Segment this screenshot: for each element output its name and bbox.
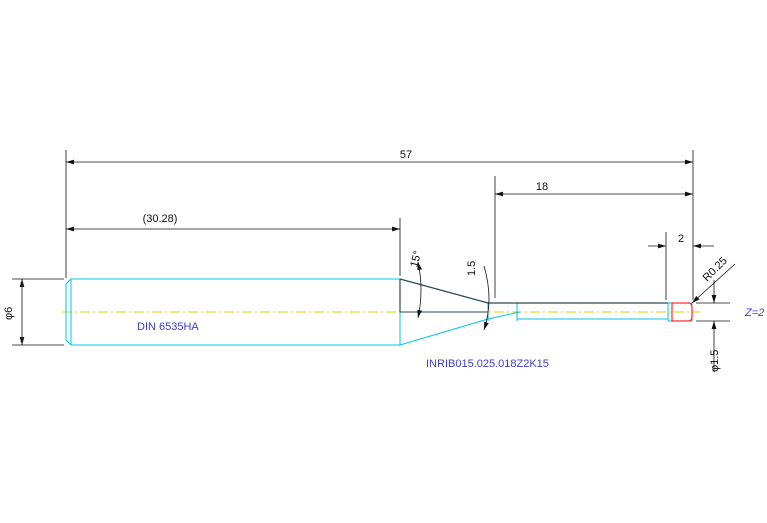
dim-flute-length: 18 [536,181,548,193]
upper-taper [399,278,668,312]
dim-tip-length: 2 [678,233,684,245]
dim-shank-length: (30.28) [143,213,178,225]
corner-radius-mark [671,302,693,322]
dim-corner-radius: R0.25 [701,255,730,284]
angle-arc [417,261,423,319]
neck-arc [483,265,490,331]
shank-standard-label: DIN 6535HA [137,321,199,333]
tool-code-label: INRIB015.025.018Z2K15 [426,358,549,370]
dim-neck-length: 1.5 [466,261,478,276]
dim-overall-length: 57 [400,149,412,161]
flutes-label: Z=2 [744,307,764,319]
leader-radius [691,263,736,304]
dim-taper-angle: 15° [408,250,424,269]
extension-lines [12,150,730,346]
dim-tip-diameter: φ1.5 [709,350,721,372]
dim-shank-diameter: φ6 [3,307,15,320]
